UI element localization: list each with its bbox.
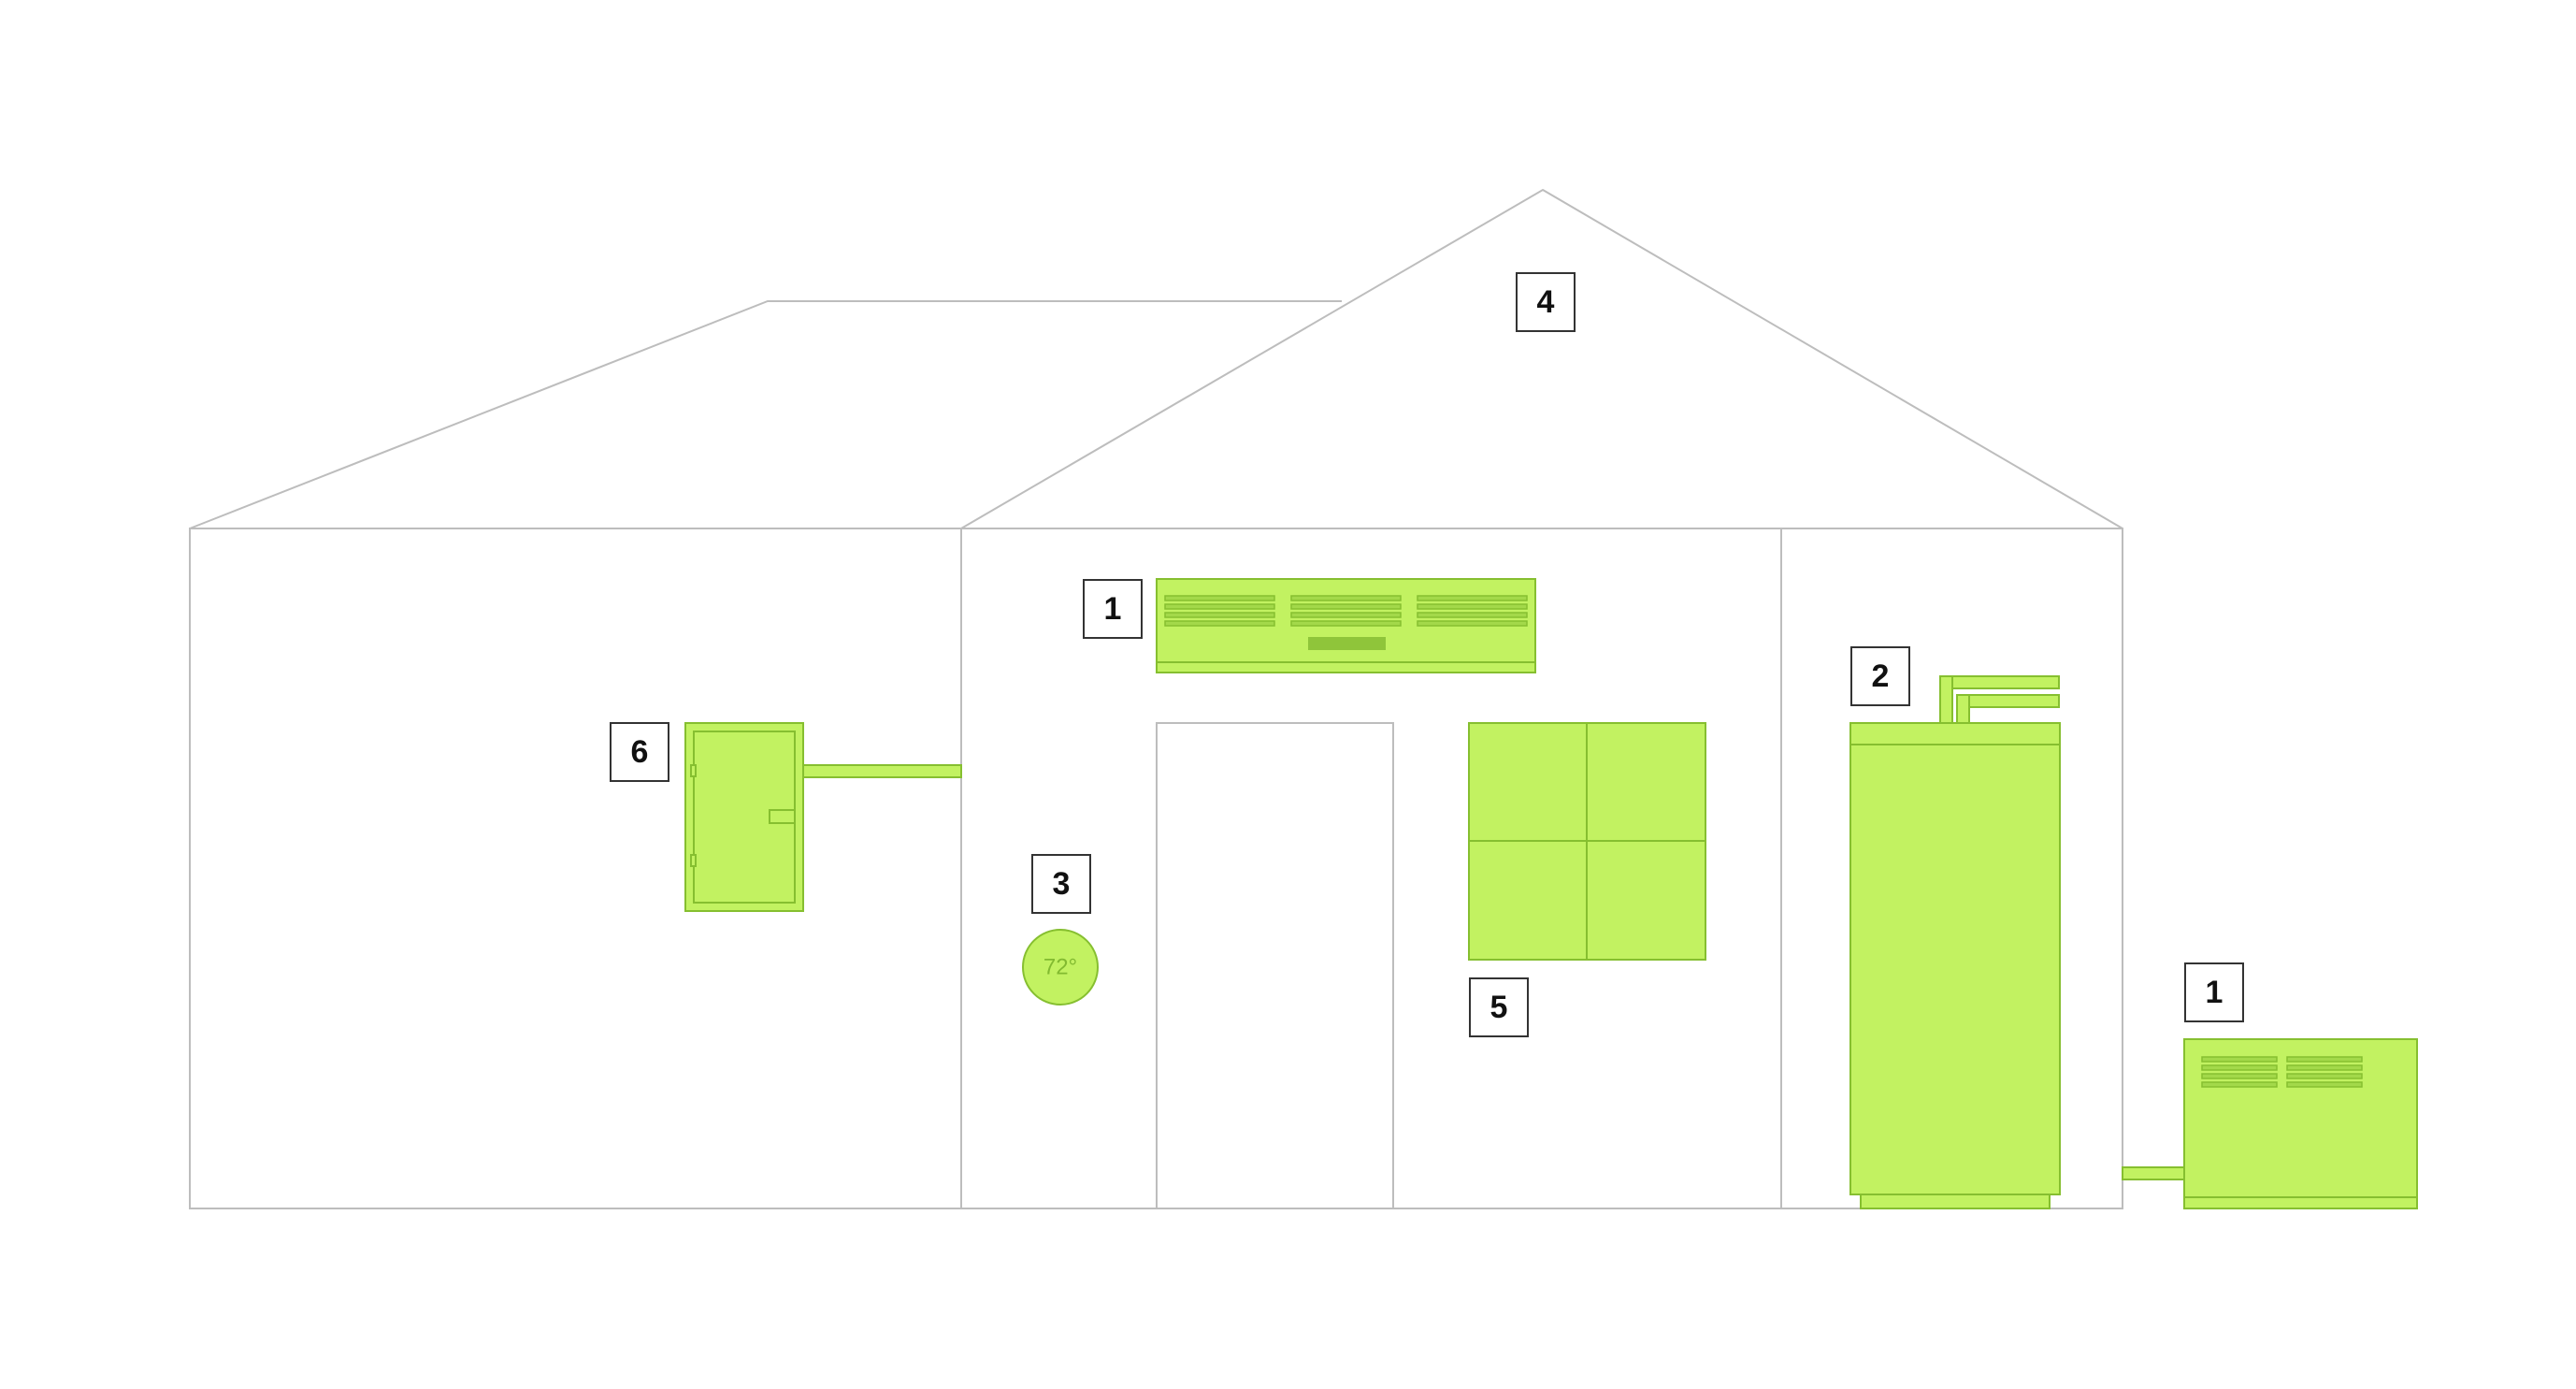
- marker-2-label: 2: [1872, 658, 1890, 694]
- marker-3[interactable]: 3: [1031, 854, 1091, 914]
- electrical-panel[interactable]: [684, 722, 804, 912]
- marker-4[interactable]: 4: [1516, 272, 1576, 332]
- outdoor-unit-line-set: [2122, 1166, 2185, 1180]
- marker-1-indoor-label: 1: [1104, 591, 1122, 627]
- left-wing-roof: [189, 300, 1342, 529]
- marker-6-label: 6: [631, 734, 649, 770]
- marker-5[interactable]: 5: [1469, 977, 1529, 1037]
- marker-4-label: 4: [1537, 284, 1555, 320]
- panel-conduit: [802, 764, 962, 778]
- return-air-vent[interactable]: [1468, 722, 1706, 961]
- marker-6[interactable]: 6: [610, 722, 669, 782]
- marker-3-label: 3: [1053, 866, 1071, 902]
- marker-1-indoor[interactable]: 1: [1083, 579, 1143, 639]
- marker-1-outdoor[interactable]: 1: [2184, 962, 2244, 1022]
- marker-1-outdoor-label: 1: [2206, 975, 2223, 1010]
- marker-5-label: 5: [1490, 990, 1508, 1025]
- thermostat-reading: 72°: [1043, 955, 1077, 980]
- water-heater[interactable]: [1849, 675, 2061, 1209]
- front-door: [1156, 722, 1394, 1209]
- indoor-air-handler[interactable]: [1156, 578, 1536, 673]
- marker-2[interactable]: 2: [1850, 646, 1910, 706]
- house-outline: [189, 188, 2123, 1209]
- condenser-vent-grille: [2201, 1056, 2363, 1088]
- left-wing-wall: [189, 528, 962, 1209]
- main-gable-roof: [960, 188, 2123, 529]
- air-handler-vent-grille: [1164, 595, 1528, 650]
- thermostat[interactable]: 72°: [1022, 929, 1099, 1006]
- outdoor-condenser-unit[interactable]: [2183, 1038, 2418, 1209]
